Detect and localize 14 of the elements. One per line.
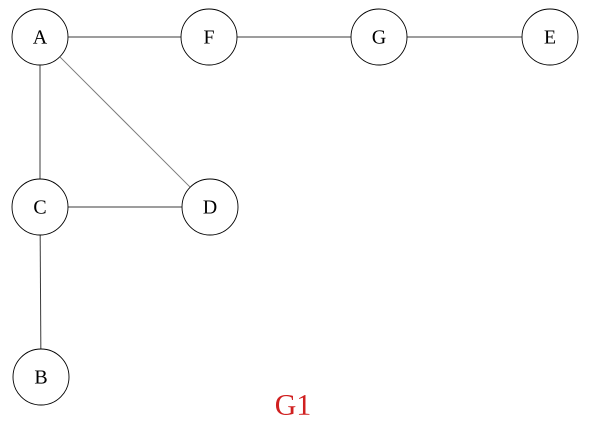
graph-vertex: G [350, 8, 408, 66]
graph-vertex: F [180, 8, 238, 66]
graph-label: G1 [276, 394, 310, 416]
graph-vertex: C [12, 178, 68, 236]
edge-line [406, 36, 522, 38]
graph-vertex: B [12, 348, 70, 406]
edge-line [68, 206, 182, 208]
graph-vertex: A [12, 8, 68, 66]
edge-line [236, 36, 352, 38]
graph-vertex: D [182, 178, 238, 236]
edge-line [59, 56, 191, 188]
graph-vertex: E [522, 8, 578, 66]
edge-line [40, 234, 42, 350]
edge-line [68, 36, 182, 38]
